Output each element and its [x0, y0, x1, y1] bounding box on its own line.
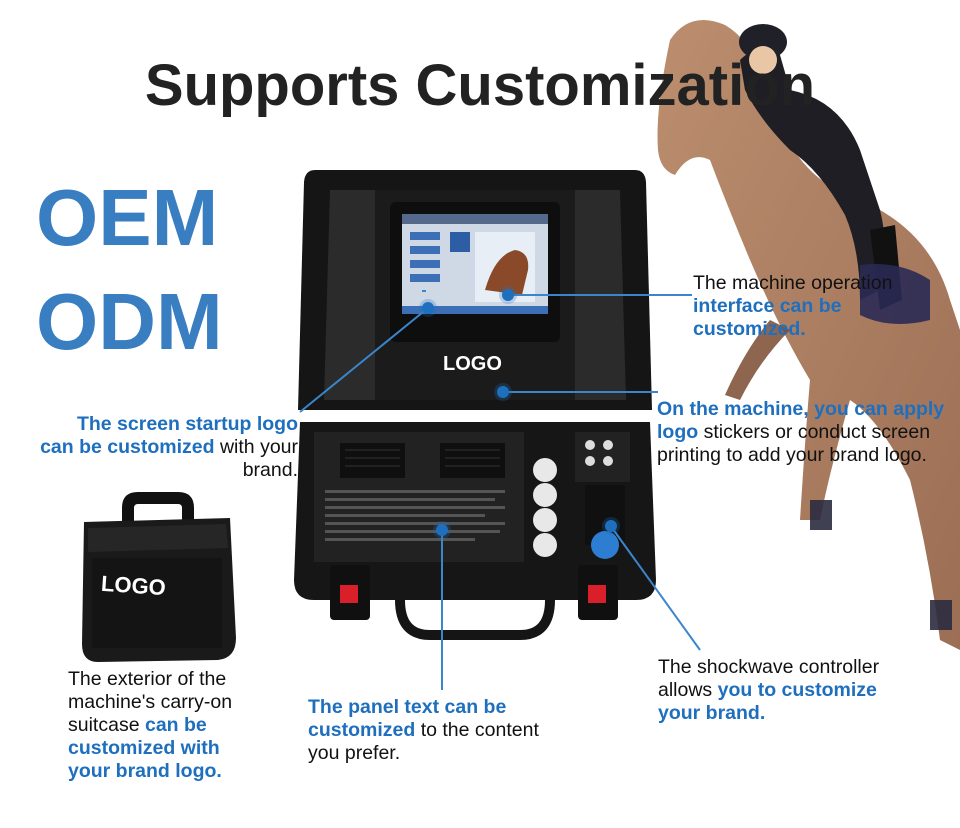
oem-heading: OEM: [36, 173, 219, 262]
caption-screen-logo-blue: The screen startup logo can be customize…: [40, 413, 298, 458]
caption-exterior-blue: can be customized with your brand logo.: [68, 714, 222, 782]
caption-interface-blue: interface can be customized.: [693, 295, 842, 340]
caption-stickers-normal: stickers or conduct screen printing to a…: [657, 421, 931, 466]
horse-rider-image: [657, 20, 960, 650]
case-logo-label: LOGO: [443, 353, 502, 375]
odm-heading: ODM: [36, 277, 223, 366]
marker-interface: [502, 289, 514, 301]
page-title: Supports Customization: [144, 53, 816, 118]
caption-controller: The shockwave controller allows you to c…: [658, 656, 918, 725]
caption-stickers: On the machine, you can apply logo stick…: [657, 398, 957, 467]
caption-stickers-blue: On the machine, you can apply logo: [657, 398, 945, 443]
marker-stickers: [497, 386, 509, 398]
caption-controller-blue: you to customize your brand.: [658, 679, 877, 724]
caption-controller-normal: The shockwave controller allows: [658, 656, 880, 701]
caption-exterior: The exterior of the machine's carry-on s…: [68, 668, 258, 783]
caption-panel-normal: to the content you prefer.: [308, 719, 539, 764]
caption-panel-blue: The panel text can be customized: [308, 696, 507, 741]
caption-panel: The panel text can be customized to the …: [308, 696, 548, 765]
exterior-case-image: [82, 492, 236, 662]
device-case-image: [294, 170, 656, 640]
caption-screen-logo: The screen startup logo can be customize…: [40, 413, 298, 482]
marker-panel: [436, 524, 448, 536]
marker-controller: [605, 520, 617, 532]
caption-exterior-normal: The exterior of the machine's carry-on s…: [68, 668, 233, 736]
caption-screen-logo-normal: with your brand.: [219, 436, 298, 481]
marker-screen-logo: [422, 302, 434, 314]
caption-interface: The machine operation interface can be c…: [693, 272, 923, 341]
caption-interface-normal: The machine operation: [693, 272, 893, 294]
